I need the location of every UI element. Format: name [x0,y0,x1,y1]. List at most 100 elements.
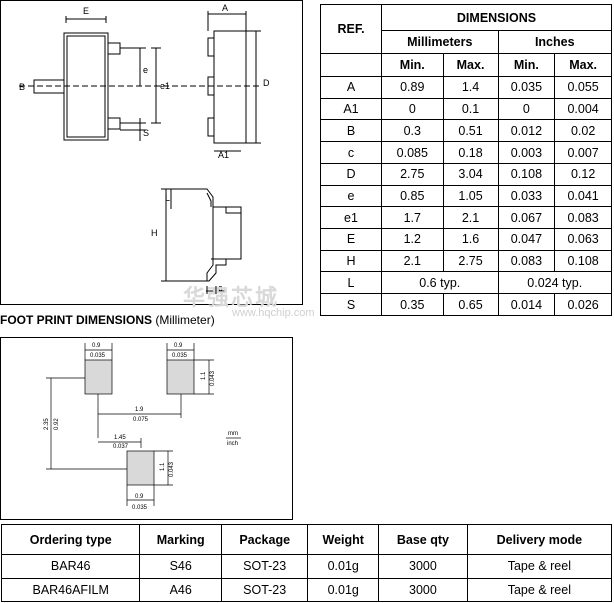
ref-cell: D [320,162,382,186]
pad3-w-in: 0.035 [132,505,148,511]
label-e: e [143,65,148,75]
in-max-header: Max. [554,53,612,77]
ordering-type-cell: BAR46AFILM [0,577,141,602]
in-min-header: Min. [497,53,556,77]
in-min-cell: 0.083 [497,249,556,273]
legend-mm: mm [228,431,238,437]
total-mm: 2.35 [44,418,50,430]
in-min-cell: 0 [497,97,556,121]
marking-cell: A46 [139,577,223,602]
in-max-cell: 0.02 [554,119,612,143]
in-max-cell: 0.108 [554,249,612,273]
mm-max-cell: 0.51 [442,119,499,143]
mm-max-header: Max. [442,53,499,77]
mm-max-cell: 2.1 [442,206,499,230]
dimensions-table: REF. DIMENSIONS Millimeters Inches Min. … [320,4,613,316]
mm-max-cell: 2.75 [442,249,499,273]
pad3-w-mm: 0.9 [135,494,144,500]
col-weight: Weight [307,524,380,555]
in-max-cell: 0.041 [554,184,612,208]
in-min-cell: 0.067 [497,206,556,230]
label-E: E [83,6,89,16]
mm-max-cell: 0.18 [442,141,499,164]
ref-cell: e [320,184,382,208]
mm-max-cell: 1.05 [442,184,499,208]
pad2-w-in: 0.035 [172,353,188,359]
ref-header: REF. [320,4,382,54]
ref-cell: H [320,249,382,273]
in-max-cell: 0.063 [554,228,612,251]
label-L: L [165,193,170,203]
pad1-w-in: 0.035 [90,353,106,359]
mm-min-cell: 0.35 [381,293,444,316]
marking-cell: S46 [139,554,223,579]
mm-min-cell: 0.085 [381,141,444,164]
ref-cell: S [320,293,382,316]
mm-min-cell: 0.85 [381,184,444,208]
mm-max-cell: 3.04 [442,162,499,186]
pad2-h-in: 0.043 [210,370,216,386]
in-max-cell: 0.007 [554,141,612,164]
label-A: A [222,3,228,13]
in-max-cell: 0.004 [554,97,612,121]
base-qty-cell: 3000 [378,577,468,602]
half-in: 0.037 [113,444,129,450]
weight-cell: 0.01g [307,577,380,602]
watermark-logo: 华强芯城 [183,285,280,310]
in-min-cell: 0.047 [497,228,556,251]
total-in: 0.92 [54,418,60,430]
in-max-cell: 0.055 [554,76,612,99]
pad2-h-mm: 1.1 [201,371,207,380]
side-view [207,11,261,152]
mm-min-cell: 0.89 [381,76,444,99]
label-B: B [19,82,25,92]
mm-max-cell: 1.4 [442,76,499,99]
label-H: H [151,228,158,238]
delivery-mode-cell: Tape & reel [466,577,613,602]
pad3-h-mm: 1.1 [160,462,166,471]
col-package: Package [221,524,309,555]
label-e1: e1 [160,81,170,91]
mm-min-cell: 1.2 [381,228,444,251]
span-in: 0.075 [133,417,149,423]
in-min-cell: 0.108 [497,162,556,186]
in-min-cell: 0.033 [497,184,556,208]
mm-min-cell: 0.3 [381,119,444,143]
ordering-type-cell: BAR46 [0,554,141,579]
in-typ-cell: 0.024 typ. [497,271,613,295]
in-min-cell: 0.014 [497,293,556,316]
mm-max-cell: 0.1 [442,97,499,121]
package-outline-drawing: E B e e1 S A D A1 [19,3,270,294]
weight-cell: 0.01g [307,554,380,579]
delivery-mode-cell: Tape & reel [466,554,613,579]
in-max-cell: 0.12 [554,162,612,186]
mm-max-cell: 1.6 [442,228,499,251]
ref-cell: B [320,119,382,143]
ref-cell: L [320,271,382,295]
ref-cell: A [320,76,382,99]
end-view [161,188,242,294]
mm-typ-cell: 0.6 typ. [381,271,499,295]
col-base-qty: Base qty [378,524,468,555]
legend-inch: inch [227,441,238,447]
base-qty-cell: 3000 [378,554,468,579]
mm-max-cell: 0.65 [442,293,499,316]
blank-cell [320,53,382,77]
package-cell: SOT-23 [221,577,309,602]
table-row: BAR46 S46 SOT-23 0.01g 3000 Tape & reel [0,554,613,579]
ref-cell: e1 [320,206,382,230]
top-view [19,16,261,141]
mm-min-cell: 0 [381,97,444,121]
ref-cell: A1 [320,97,382,121]
package-drawing-panel: E B e e1 S A D A1 [0,0,303,305]
in-max-cell: 0.026 [554,293,612,316]
dimensions-header: DIMENSIONS [381,4,612,31]
pad1-w-mm: 0.9 [92,343,101,349]
in-max-cell: 0.083 [554,206,612,230]
col-ordering-type: Ordering type [0,524,141,555]
